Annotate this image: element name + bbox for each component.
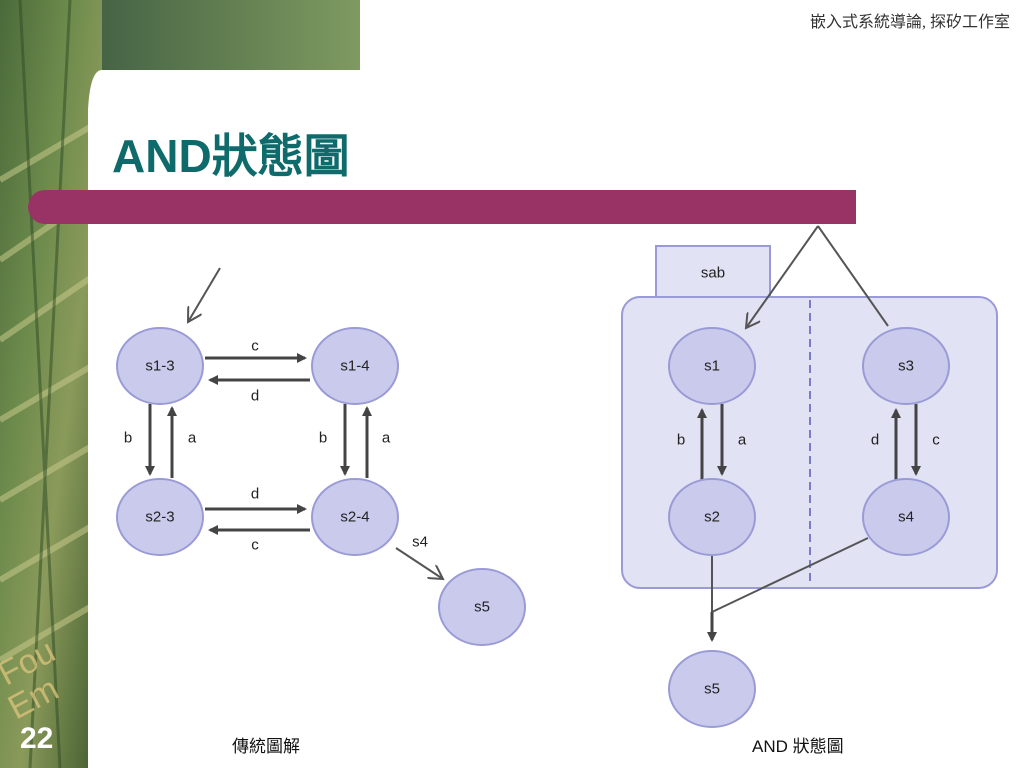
state-s2: s2 <box>668 478 756 556</box>
svg-text:s4: s4 <box>898 509 914 526</box>
svg-text:s1: s1 <box>704 358 720 375</box>
svg-text:s2: s2 <box>704 509 720 526</box>
svg-text:s2-3: s2-3 <box>145 509 174 526</box>
state-s1-3: s1-3 <box>116 327 204 405</box>
initial-arrow <box>188 267 221 322</box>
edge-label: c <box>251 537 259 554</box>
edge-label: c <box>251 338 259 355</box>
edge-label: a <box>382 430 391 447</box>
title-underline-bar <box>28 190 856 224</box>
svg-text:s5: s5 <box>474 599 490 616</box>
edge-label: s4 <box>412 534 428 551</box>
svg-text:s1-4: s1-4 <box>340 358 369 375</box>
course-title: 嵌入式系統導論, 探矽工作室 <box>809 14 1010 31</box>
state-s5-right: s5 <box>668 650 756 728</box>
edge-label: b <box>124 430 132 447</box>
svg-text:s3: s3 <box>898 358 914 375</box>
state-s2-4: s2-4 <box>311 478 399 556</box>
caption-traditional: 傳統圖解 <box>232 737 300 756</box>
svg-text:s5: s5 <box>704 681 720 698</box>
join-line-s4 <box>711 537 869 613</box>
edge-label: d <box>251 486 259 503</box>
edge-label: a <box>738 432 747 449</box>
state-s2-3: s2-3 <box>116 478 204 556</box>
state-s1: s1 <box>668 327 756 405</box>
edge-label: d <box>251 388 259 405</box>
svg-text:s1-3: s1-3 <box>145 358 174 375</box>
traditional-diagram: c d b a b a d c s4 s1-3 s1-4 s2-3 s2-4 <box>116 267 526 646</box>
state-s4: s4 <box>862 478 950 556</box>
initial-line-s3 <box>817 225 889 327</box>
caption-and-state: AND 狀態圖 <box>752 737 844 756</box>
edge-label: c <box>932 432 940 449</box>
state-s5-left: s5 <box>438 568 526 646</box>
and-state-diagram: sab b a d c s1 s2 s3 s4 <box>621 225 998 728</box>
edge-label: d <box>871 432 879 449</box>
edge-label: b <box>677 432 685 449</box>
state-s3: s3 <box>862 327 950 405</box>
edge-label: a <box>188 430 197 447</box>
page-number: 22 <box>20 722 54 755</box>
edge-label: b <box>319 430 327 447</box>
state-s1-4: s1-4 <box>311 327 399 405</box>
initial-arrow-s1 <box>746 225 819 328</box>
edge-s24-s5 <box>395 547 443 579</box>
superstate-tab <box>655 245 771 299</box>
superstate-label: sab <box>701 265 725 282</box>
svg-text:s2-4: s2-4 <box>340 509 369 526</box>
slide-title: AND狀態圖 <box>112 130 350 182</box>
